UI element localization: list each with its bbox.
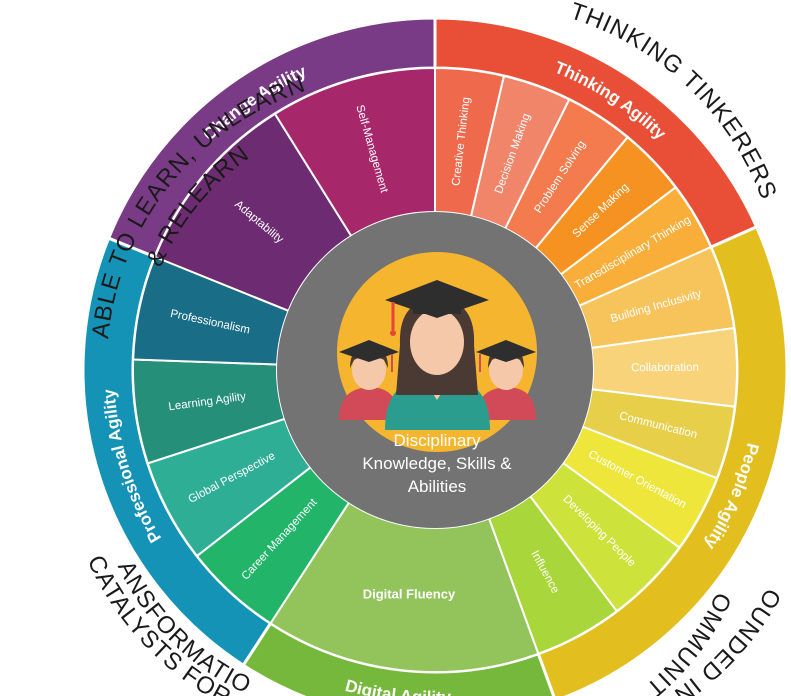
center-title-line-1: Disciplinary	[394, 431, 481, 450]
graduates-icon	[337, 252, 537, 452]
subcategory-label: Digital Fluency	[363, 587, 456, 602]
center-title-line-2: Knowledge, Skills &	[362, 454, 512, 473]
center-title-line-3: Abilities	[408, 477, 467, 496]
subcategory-label: Collaboration	[631, 362, 699, 375]
